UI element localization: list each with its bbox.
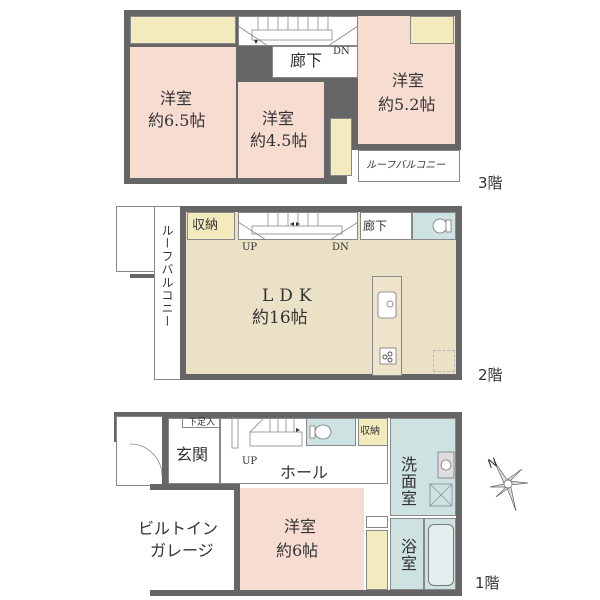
storage-1f-label: 収納: [360, 426, 380, 437]
bathtub-icon: [428, 524, 454, 586]
hallway-2f-label: 廊下: [363, 219, 388, 233]
hallway-3f-label: 廊下: [290, 51, 323, 70]
room-6-size: 約6帖: [276, 541, 319, 560]
entrance-label: 玄関: [176, 445, 209, 464]
fridge-space: [433, 350, 455, 372]
room-western-6: [240, 488, 364, 590]
hall-label: ホール: [280, 463, 329, 482]
stairs-dn-label: DN: [332, 242, 349, 253]
door-swing-icon: [129, 443, 163, 477]
room-4-5-name: 洋室: [262, 109, 295, 128]
roof-balcony-2f-label: ルーフバルコニー: [160, 224, 174, 328]
floor-1-outer-wall-bottom: [150, 590, 462, 596]
porch-wall: [114, 412, 164, 416]
bathroom-label: 浴室: [398, 538, 417, 572]
storage-1f: [358, 418, 388, 446]
room-western-6-5: [130, 47, 236, 178]
closet-3f-c: [410, 16, 454, 44]
floor-1-outer-wall-right: [456, 412, 462, 596]
room-5-2-name: 洋室: [392, 71, 425, 90]
roof-balcony-2f-top: [116, 206, 156, 272]
room-4-5-size: 約4.5帖: [250, 131, 308, 150]
ldk-name: LDK: [262, 286, 318, 306]
stairs-icon: [231, 417, 303, 449]
closet-1f: [366, 530, 388, 590]
floor-3-label: 3階: [478, 174, 503, 192]
closet-1f-top: [366, 516, 388, 528]
floor-2-label: 2階: [478, 366, 503, 384]
garage-wall: [150, 484, 240, 490]
garage-label-2: ガレージ: [150, 541, 214, 560]
roof-balcony-3f: [358, 150, 460, 182]
floor-1-outer-wall-top: [162, 412, 462, 418]
room-5-2-size: 約5.2帖: [378, 95, 436, 114]
roof-balcony-2f: [154, 206, 184, 380]
washbasin-and-washer-icon: [429, 451, 455, 507]
storage-2f-label: 収納: [192, 218, 219, 233]
stairs-icon: [237, 212, 359, 241]
room-6-5-size: 約6.5帖: [148, 111, 206, 130]
room-6-5-name: 洋室: [160, 89, 193, 108]
balcony-wall: [130, 274, 156, 278]
stairs-up-label: UP: [242, 456, 258, 467]
closet-3f-b: [330, 118, 352, 176]
bathroom: [390, 518, 424, 590]
floor-1-label: 1階: [475, 574, 500, 592]
room-western-4-5: [238, 82, 324, 178]
hallway-3f: [272, 46, 358, 78]
storage-2f: [187, 212, 235, 240]
ldk-size: 約16帖: [252, 308, 308, 328]
stairs-dn-label: DN: [333, 46, 350, 57]
garage-side-wall: [234, 484, 240, 596]
toilet-icon: [432, 218, 452, 234]
north-compass-icon: [489, 460, 529, 512]
floor-1-outer-wall-left: [162, 412, 168, 488]
shoe-box-label: 下足入: [188, 418, 216, 428]
washroom-label: 洗面室: [398, 456, 417, 507]
stairs-up-label: UP: [242, 242, 258, 253]
closet-3f-a: [130, 16, 236, 44]
hallway-2f: [360, 212, 412, 240]
room-6-name: 洋室: [284, 517, 317, 536]
roof-balcony-3f-label: ルーフバルコニー: [366, 160, 446, 171]
toilet-icon: [309, 424, 332, 440]
garage-label-1: ビルトイン: [138, 519, 219, 538]
sink-and-stove-icon: [377, 291, 397, 365]
shoe-box: [182, 418, 220, 428]
stairs-icon: [237, 16, 359, 47]
